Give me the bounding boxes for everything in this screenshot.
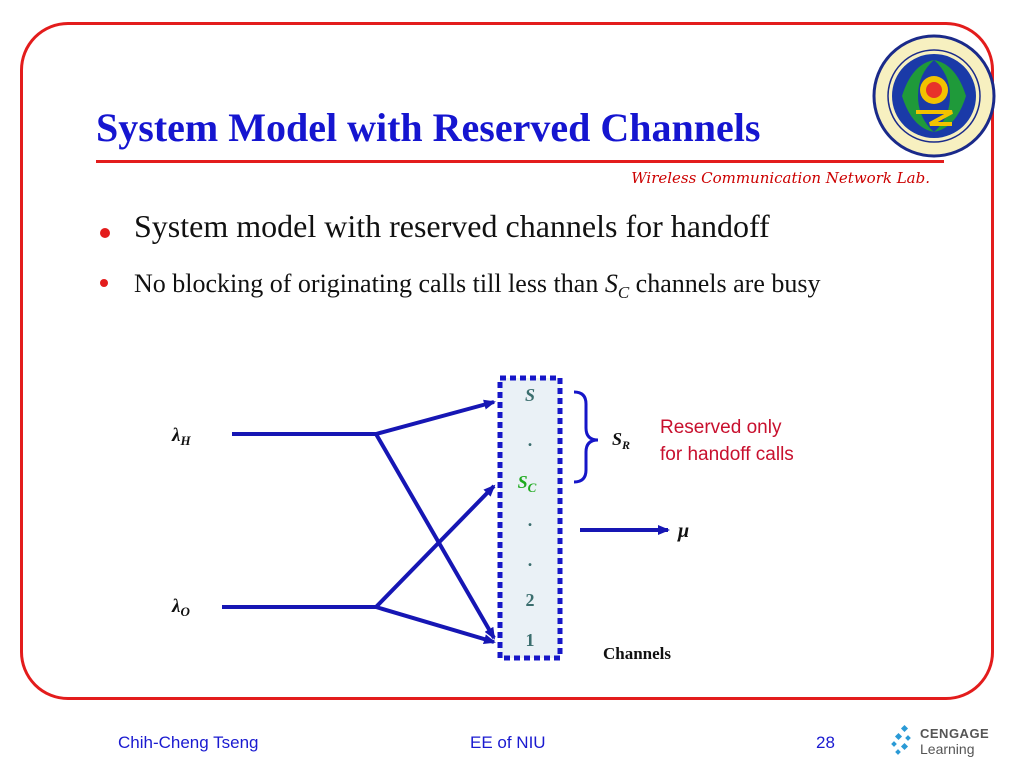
channel-dot-3: . [528, 550, 533, 570]
channel-sc: SC [518, 472, 537, 495]
reserved-brace [573, 390, 599, 484]
channel-box [497, 375, 563, 661]
lambda-o-sub: O [180, 604, 190, 619]
originating-to-bottom-arrow [375, 605, 496, 644]
bullet-2-text: No blocking of originating calls till le… [134, 266, 930, 311]
footer-dept: EE of NIU [470, 733, 546, 752]
sr-symbol: S [612, 429, 622, 449]
channel-2: 2 [526, 590, 535, 610]
title-underline [96, 160, 944, 163]
slide-title: System Model with Reserved Channels [96, 105, 761, 150]
reserved-line-2: for handoff calls [660, 444, 794, 465]
channel-1: 1 [526, 630, 535, 650]
sr-label: SR [612, 429, 630, 452]
cengage-top-text: CENGAGE [920, 726, 989, 741]
bullet-1: System model with reserved channels for … [100, 208, 770, 245]
channel-dot-1: . [528, 430, 533, 450]
channel-sc-main: S [518, 472, 528, 492]
bullet-2-text-before: No blocking of originating calls till le… [134, 269, 605, 298]
lambda-h-sub: H [179, 433, 191, 448]
channel-dot-2: . [528, 510, 533, 530]
handoff-to-top-arrow [375, 399, 496, 436]
mu-label: μ [677, 520, 689, 542]
channel-s: S [525, 385, 535, 405]
originating-to-sc-arrow [374, 484, 496, 609]
cengage-bottom-text: Learning [920, 741, 975, 757]
bullet-2-var: S [604, 269, 618, 298]
university-seal-logo [872, 34, 996, 158]
handoff-to-bottom-arrow [374, 432, 496, 640]
reserved-line-1: Reserved only [660, 417, 782, 438]
lambda-h-label: λH [171, 425, 191, 448]
bullet-2-sub: C [617, 283, 630, 303]
lambda-o-symbol: λ [171, 596, 180, 617]
slide-frame [20, 22, 994, 700]
lambda-h-symbol: λ [171, 425, 180, 446]
lab-name: Wireless Communication Network Lab. [631, 169, 930, 187]
bullet-2-text-after: channels are busy [629, 269, 821, 298]
sr-sub: R [621, 438, 630, 452]
bullet-dot-icon [100, 279, 108, 287]
lambda-o-label: λO [171, 596, 190, 619]
channel-sc-sub: C [528, 480, 537, 495]
footer-page-number: 28 [816, 733, 835, 752]
bullet-1-text: System model with reserved channels for … [134, 208, 770, 244]
channels-label: Channels [603, 644, 671, 663]
bullet-dot-icon [100, 228, 110, 238]
cengage-learning-logo: CENGAGE Learning [891, 724, 989, 757]
bullet-2: No blocking of originating calls till le… [100, 266, 930, 311]
footer-author: Chih-Cheng Tseng [118, 733, 259, 752]
